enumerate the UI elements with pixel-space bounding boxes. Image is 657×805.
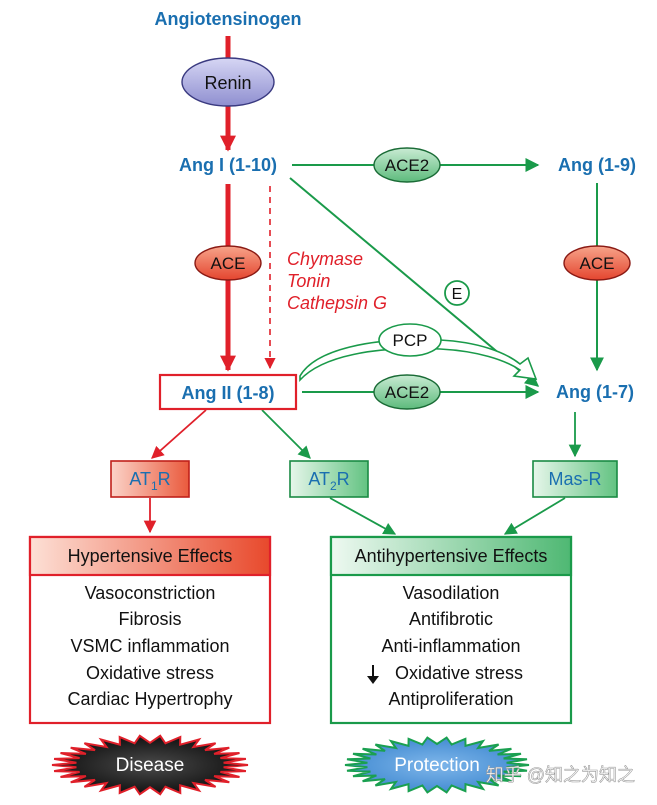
receptor-at2r: AT2R <box>289 460 369 498</box>
hypertensive-item: Oxidative stress <box>86 663 214 683</box>
receptor-masr: Mas-R <box>532 460 618 498</box>
enzyme-e: E <box>444 280 470 306</box>
enzyme-ace-left: ACE <box>194 245 262 281</box>
svg-text:AT1R: AT1R <box>129 469 170 493</box>
antihypertensive-item: Anti-inflammation <box>381 636 520 656</box>
node-ang1: Ang I (1-10) <box>179 155 277 175</box>
arrow-masr-to-antihypertensive <box>503 497 566 535</box>
disease-burst <box>51 734 249 796</box>
arrow-pcp-hollow <box>299 338 538 383</box>
down-arrow-icon <box>367 665 379 684</box>
ace2-middle-label: ACE2 <box>385 383 429 402</box>
hypertensive-item: Fibrosis <box>118 609 181 629</box>
hypertensive-title: Hypertensive Effects <box>68 546 233 566</box>
masr-label: Mas-R <box>549 469 602 489</box>
arrow-ang2-to-at1r <box>151 409 207 459</box>
outcome-disease: Disease <box>51 734 249 796</box>
arrow-at2r-to-antihypertensive <box>329 497 397 535</box>
at1r-tail: R <box>158 469 171 489</box>
enzyme-ace2-top: ACE2 <box>373 147 441 183</box>
enzyme-pcp: PCP <box>378 323 442 357</box>
renin-label: Renin <box>204 73 251 93</box>
node-ang2: Ang II (1-8) <box>182 383 275 403</box>
antihypertensive-effects-panel: Antihypertensive Effects Vasodilation An… <box>329 535 573 725</box>
hypertensive-item: VSMC inflammation <box>70 636 229 656</box>
outcome-protection: Protection <box>344 736 530 794</box>
ace-left-label: ACE <box>211 254 246 273</box>
at1r-main: AT <box>129 469 151 489</box>
enzyme-renin: Renin <box>181 57 275 107</box>
antihypertensive-title: Antihypertensive Effects <box>355 546 548 566</box>
at1r-sub: 1 <box>151 479 158 493</box>
hypertensive-item: Vasoconstriction <box>85 583 216 603</box>
antihypertensive-item: Antifibrotic <box>409 609 493 629</box>
enzyme-ace-right: ACE <box>563 245 631 281</box>
e-label: E <box>452 286 463 303</box>
arrow-ang2-to-at2r <box>261 409 311 459</box>
ace2-top-label: ACE2 <box>385 156 429 175</box>
at2r-tail: R <box>337 469 350 489</box>
antihypertensive-item: Antiproliferation <box>388 689 513 709</box>
node-ang2-box: Ang II (1-8) <box>158 373 298 411</box>
protection-burst <box>344 736 530 794</box>
alt-enzymes-list: Chymase Tonin Cathepsin G <box>287 249 387 313</box>
alt-enzyme-chymase: Chymase <box>287 249 363 269</box>
ace-right-label: ACE <box>580 254 615 273</box>
hypertensive-effects-panel: Hypertensive Effects Vasoconstriction Fi… <box>28 535 272 725</box>
receptor-at1r: AT1R <box>110 460 190 498</box>
node-angiotensinogen: Angiotensinogen <box>155 9 302 29</box>
node-ang19: Ang (1-9) <box>558 155 636 175</box>
node-ang17: Ang (1-7) <box>556 382 634 402</box>
antihypertensive-item: Oxidative stress <box>395 663 523 683</box>
at2r-main: AT <box>308 469 330 489</box>
alt-enzyme-tonin: Tonin <box>287 271 330 291</box>
enzyme-ace2-middle: ACE2 <box>373 374 441 410</box>
pcp-label: PCP <box>393 331 428 350</box>
svg-text:AT2R: AT2R <box>308 469 349 493</box>
disease-label: Disease <box>116 755 185 776</box>
hypertensive-item: Cardiac Hypertrophy <box>67 689 232 709</box>
watermark: 知乎 @知之为知之 <box>486 765 635 785</box>
antihypertensive-item: Vasodilation <box>403 583 500 603</box>
alt-enzyme-cathepsin-g: Cathepsin G <box>287 293 387 313</box>
at2r-sub: 2 <box>330 479 337 493</box>
protection-label: Protection <box>394 755 480 776</box>
